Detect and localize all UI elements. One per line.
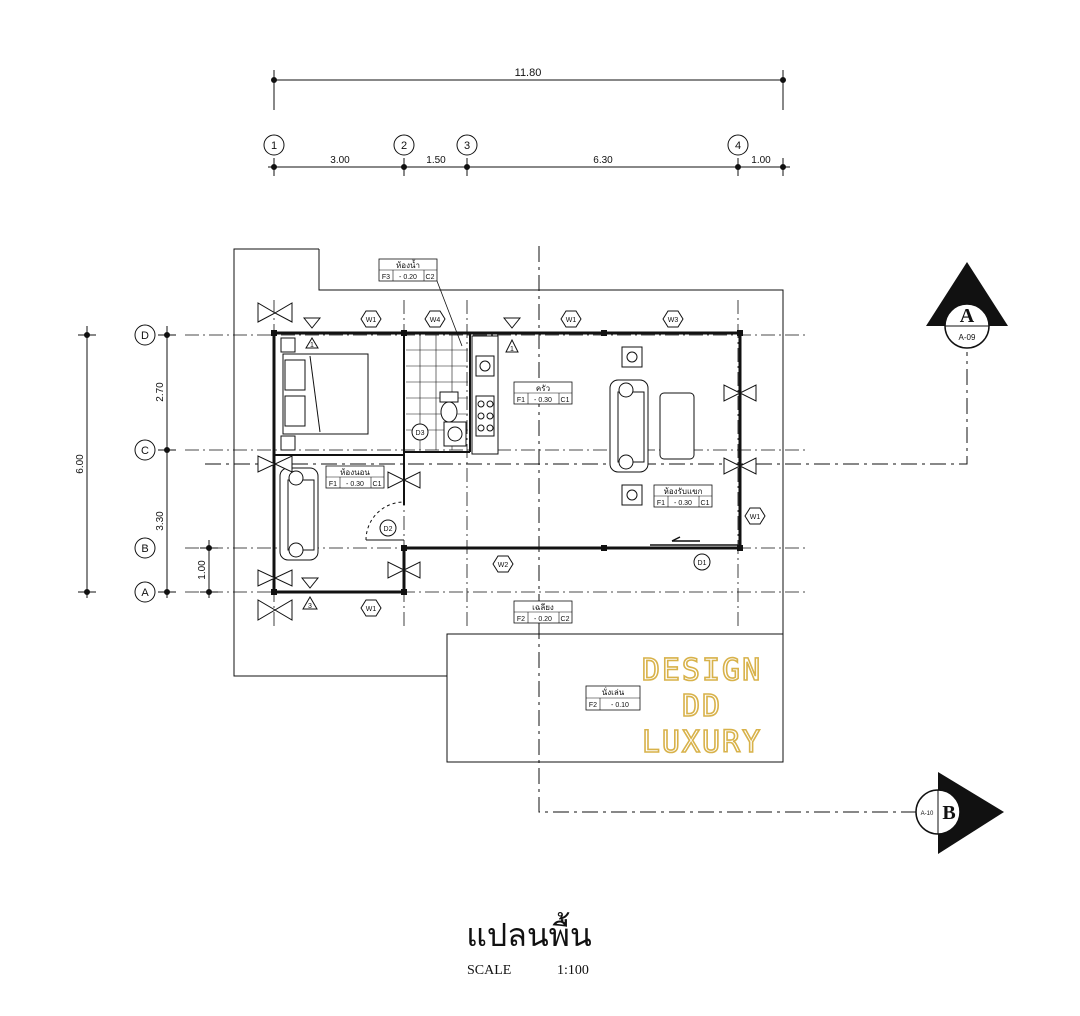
door-tag: D3	[416, 430, 425, 437]
bay-dimension-line	[268, 158, 790, 176]
bay-dimension-text: 6.30	[593, 155, 613, 166]
overall-dimension-text: 11.80	[515, 67, 542, 79]
room-ceiling-code: C1	[561, 397, 570, 404]
room-floor-code: F1	[657, 500, 665, 507]
door-swing-d2	[365, 501, 405, 541]
toilet-icon	[439, 391, 459, 423]
watermark-line: DESIGN	[642, 653, 762, 688]
scale-label: SCALE	[467, 963, 511, 978]
room-name-porch: เฉลียง	[532, 603, 554, 612]
room-floor-level: - 0.30	[346, 481, 364, 488]
room-name-kitchen: ครัว	[536, 384, 550, 393]
bay-dimension-text: 3.00	[330, 155, 350, 166]
structural-columns	[271, 330, 743, 595]
sink-icon	[443, 421, 467, 447]
room-floor-code: F2	[589, 702, 597, 709]
room-label-terrace	[585, 685, 641, 711]
room-ceiling-code: C2	[426, 274, 435, 281]
terrace-outline	[446, 633, 784, 763]
room-ceiling-code: C1	[701, 500, 710, 507]
room-floor-level: - 0.20	[534, 616, 552, 623]
room-floor-code: F1	[517, 397, 525, 404]
row-grid-bubble	[134, 324, 156, 603]
section-a-sheet: A-09	[959, 333, 976, 342]
bay-dimension-text: 1.50	[426, 155, 446, 166]
row-grid-label: B	[141, 543, 148, 555]
door-tag-circles	[379, 423, 711, 571]
room-floor-code: F2	[517, 616, 525, 623]
section-marker-b	[915, 772, 1004, 854]
row-grid-label: A	[141, 587, 149, 599]
window-tag: W1	[750, 514, 761, 521]
elevation-tag: 3	[308, 603, 312, 610]
row-grid-label: C	[141, 445, 149, 457]
column-grid-label: 2	[401, 140, 407, 152]
watermark-line: LUXURY	[642, 725, 762, 760]
room-floor-level: - 0.10	[611, 702, 629, 709]
section-b-sheet: A-10	[921, 811, 934, 817]
room-name-living: ห้องรับแขก	[664, 487, 703, 496]
column-grid-label: 3	[464, 140, 470, 152]
scale-value: 1:100	[557, 963, 589, 978]
watermark-line: DD	[682, 689, 722, 724]
window-tag: W1	[566, 317, 577, 324]
drawing-title: แปลนพื้น	[466, 912, 592, 953]
bed-icon	[280, 337, 369, 451]
door-tag: D1	[698, 560, 707, 567]
room-name-bedroom: ห้องนอน	[340, 468, 370, 477]
room-floor-code: F1	[329, 481, 337, 488]
room-floor-level: - 0.30	[534, 397, 552, 404]
column-grid-label: 1	[271, 140, 277, 152]
vertical-dimension-text: 6.00	[75, 454, 86, 474]
room-name-bathroom: ห้องน้ำ	[396, 259, 420, 270]
coffee-table-icon	[659, 392, 695, 460]
section-marker-a	[926, 262, 1008, 349]
sliding-door-d1	[650, 536, 738, 546]
elevation-marker	[257, 302, 757, 621]
room-label-bedroom	[325, 465, 385, 489]
elevation-tag: 1	[310, 342, 314, 349]
column-grid-label: 4	[735, 140, 741, 152]
room-label-porch	[513, 600, 573, 624]
section-cut-line-b	[538, 246, 918, 813]
vertical-dimension-text: 1.00	[197, 560, 208, 580]
room-label-bathroom	[378, 258, 463, 347]
lamp-table-icon	[621, 346, 643, 506]
column-grid-bubble	[263, 134, 749, 156]
room-name-terrace: นั่งเล่น	[602, 686, 625, 697]
bay-dimension-text: 1.00	[751, 155, 771, 166]
row-grid-label: D	[141, 330, 149, 342]
site-boundary	[233, 248, 784, 677]
elevation-tag: 1	[510, 346, 514, 353]
exterior-walls	[272, 331, 742, 594]
living-sofa-icon	[609, 379, 649, 473]
room-floor-code: F3	[382, 274, 390, 281]
vertical-dimension-text: 3.30	[155, 511, 166, 531]
section-a-letter: A	[960, 305, 975, 327]
window-tag: W1	[366, 606, 377, 613]
window-tag: W1	[366, 317, 377, 324]
elevation-triangle	[302, 337, 519, 610]
room-floor-level: - 0.20	[399, 274, 417, 281]
interior-walls	[274, 333, 471, 505]
room-ceiling-code: C2	[561, 616, 570, 623]
overall-dimension	[271, 70, 786, 110]
room-label-living	[653, 484, 713, 508]
window-tag: W4	[430, 317, 441, 324]
kitchen-counter	[471, 335, 499, 455]
room-label-kitchen	[513, 381, 573, 405]
sofa-icon	[279, 467, 319, 561]
vertical-dimension-text: 2.70	[155, 382, 166, 402]
window-tag: W2	[498, 562, 509, 569]
hex-tag-shapes	[360, 310, 766, 617]
room-floor-level: - 0.30	[674, 500, 692, 507]
window-tag: W3	[668, 317, 679, 324]
section-b-letter: B	[942, 802, 955, 824]
room-ceiling-code: C1	[373, 481, 382, 488]
section-cut-line-a	[205, 352, 968, 465]
door-tag: D2	[384, 526, 393, 533]
